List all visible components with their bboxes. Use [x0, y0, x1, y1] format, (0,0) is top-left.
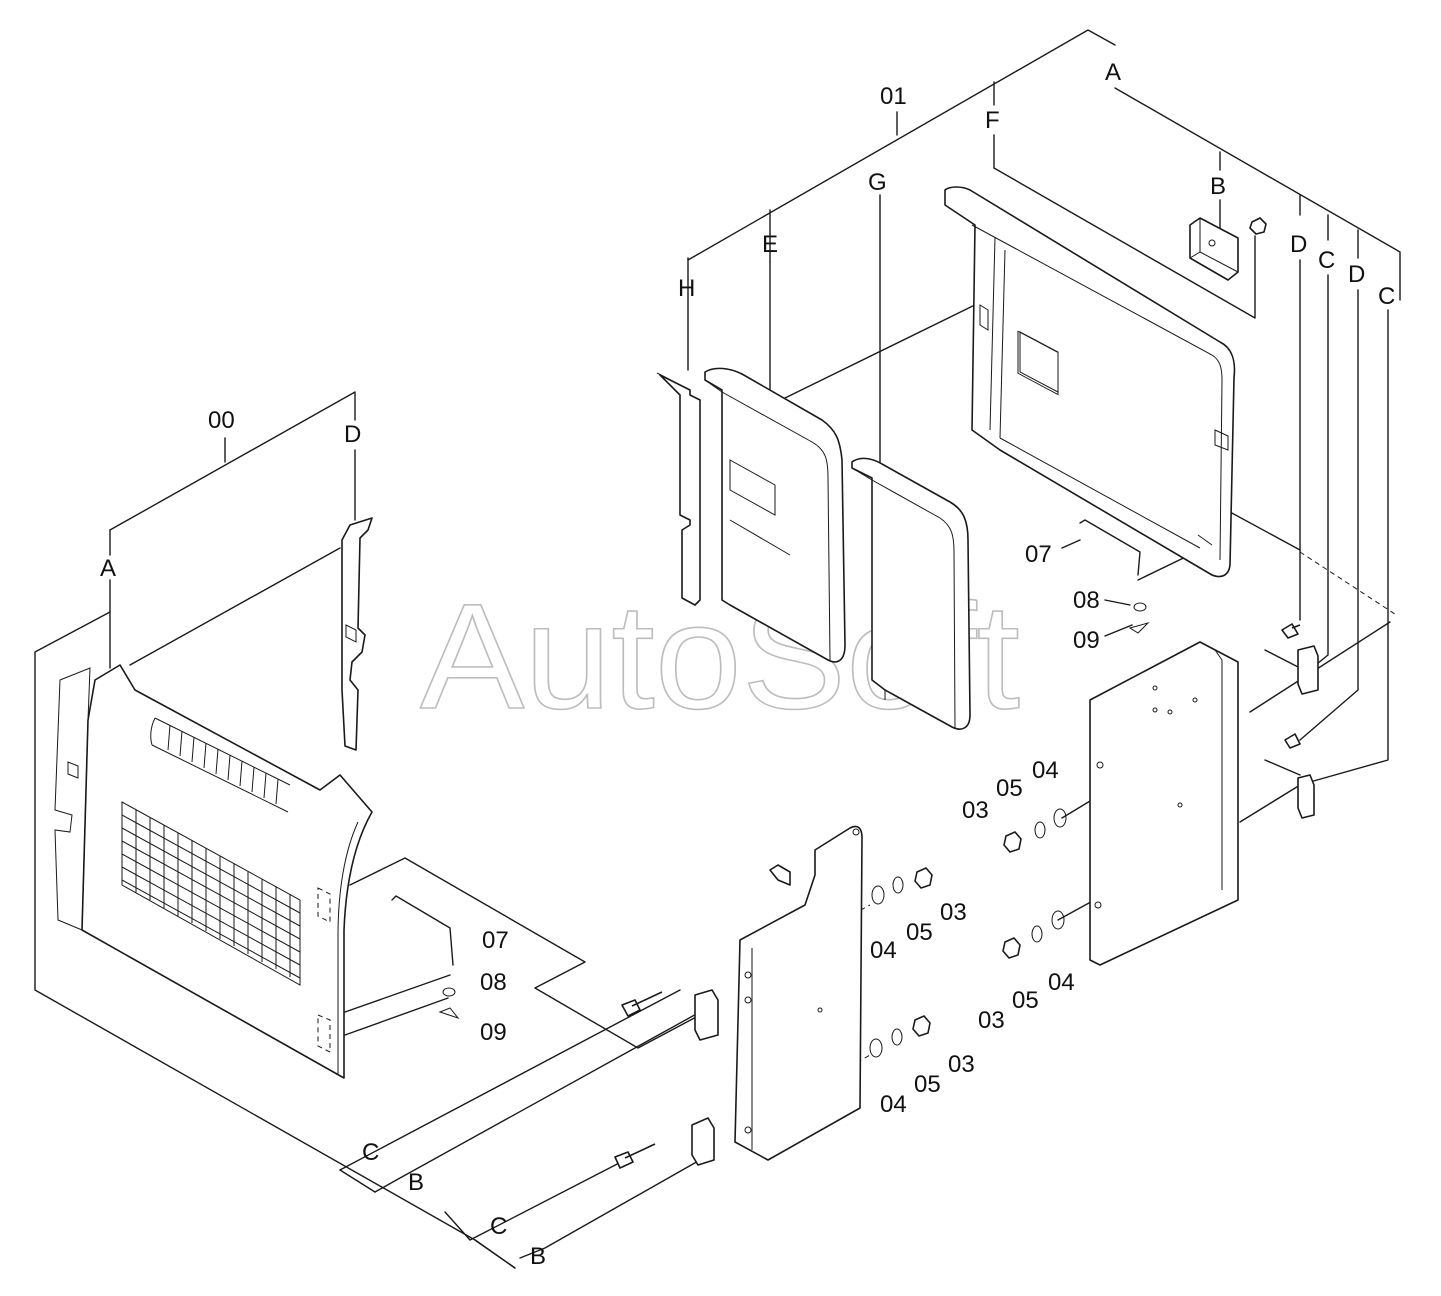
label-c-bottom-2: C	[490, 1213, 507, 1240]
label-03-d: 03	[948, 1051, 975, 1078]
label-b-bottom-1: B	[408, 1169, 424, 1196]
callout-labels: 00 01 A A F G E H B D C D C D 07 08 09 0…	[100, 59, 1395, 1270]
label-01: 01	[880, 83, 907, 110]
hinge-left-lower	[691, 1117, 715, 1166]
label-04-c: 04	[1048, 969, 1075, 996]
label-f: F	[985, 107, 1000, 134]
left-seal-strip-part	[341, 517, 373, 751]
label-07-lower: 07	[482, 927, 509, 954]
rod-07-lower	[391, 895, 454, 966]
label-a-top: A	[1105, 59, 1121, 86]
label-03-b: 03	[940, 899, 967, 926]
label-d-1: D	[1290, 231, 1307, 258]
label-03-c: 03	[978, 1007, 1005, 1034]
right-panel-part	[1089, 641, 1239, 966]
cover-vent-slots	[150, 717, 291, 813]
label-c-1: C	[1318, 247, 1335, 274]
label-04-a: 04	[1032, 757, 1059, 784]
label-09-lower: 09	[480, 1019, 507, 1046]
label-c-2: C	[1378, 283, 1395, 310]
seal-strip-part	[656, 372, 701, 606]
centre-panel-part	[734, 825, 863, 1161]
cushion-e-part	[704, 367, 846, 663]
rod-07-upper	[1079, 519, 1141, 576]
label-05-c: 05	[1012, 987, 1039, 1014]
label-h: H	[678, 275, 695, 302]
upper-frame-part	[944, 186, 1236, 578]
bolt-left-lower	[614, 1143, 656, 1169]
bolt-right-upper	[1281, 623, 1301, 639]
label-b-bottom-2: B	[530, 1243, 546, 1270]
label-09-upper: 09	[1073, 627, 1100, 654]
label-d-2: D	[1348, 261, 1365, 288]
washer-08-upper	[1133, 602, 1147, 612]
label-08-lower: 08	[480, 969, 507, 996]
label-03-a: 03	[962, 797, 989, 824]
hinge-right-upper	[1297, 645, 1319, 695]
label-e: E	[762, 231, 778, 258]
label-04-b: 04	[870, 937, 897, 964]
label-07-upper: 07	[1025, 541, 1052, 568]
cushion-g-part	[851, 457, 971, 730]
pin-09-upper	[1128, 622, 1150, 634]
label-08-upper: 08	[1073, 587, 1100, 614]
label-c-bottom-1: C	[362, 1139, 379, 1166]
cover-grille	[121, 801, 301, 986]
label-05-d: 05	[914, 1071, 941, 1098]
washer-08-lower	[442, 987, 456, 997]
bolt-left-upper	[621, 991, 663, 1017]
label-b-top: B	[1210, 173, 1226, 200]
label-00: 00	[208, 407, 235, 434]
pin-09-lower	[438, 1007, 460, 1020]
fasteners	[869, 808, 1067, 1058]
label-g: G	[868, 169, 887, 196]
label-05-b: 05	[906, 919, 933, 946]
label-a-left: A	[100, 555, 116, 582]
hinge-left-upper	[694, 989, 719, 1041]
bolt-right-lower	[1284, 733, 1301, 749]
label-d-left: D	[344, 421, 361, 448]
left-cover-part	[54, 664, 373, 1079]
latch-part	[1189, 217, 1267, 281]
label-04-d: 04	[880, 1091, 907, 1118]
label-05-a: 05	[996, 775, 1023, 802]
hinge-right-lower	[1297, 774, 1315, 819]
